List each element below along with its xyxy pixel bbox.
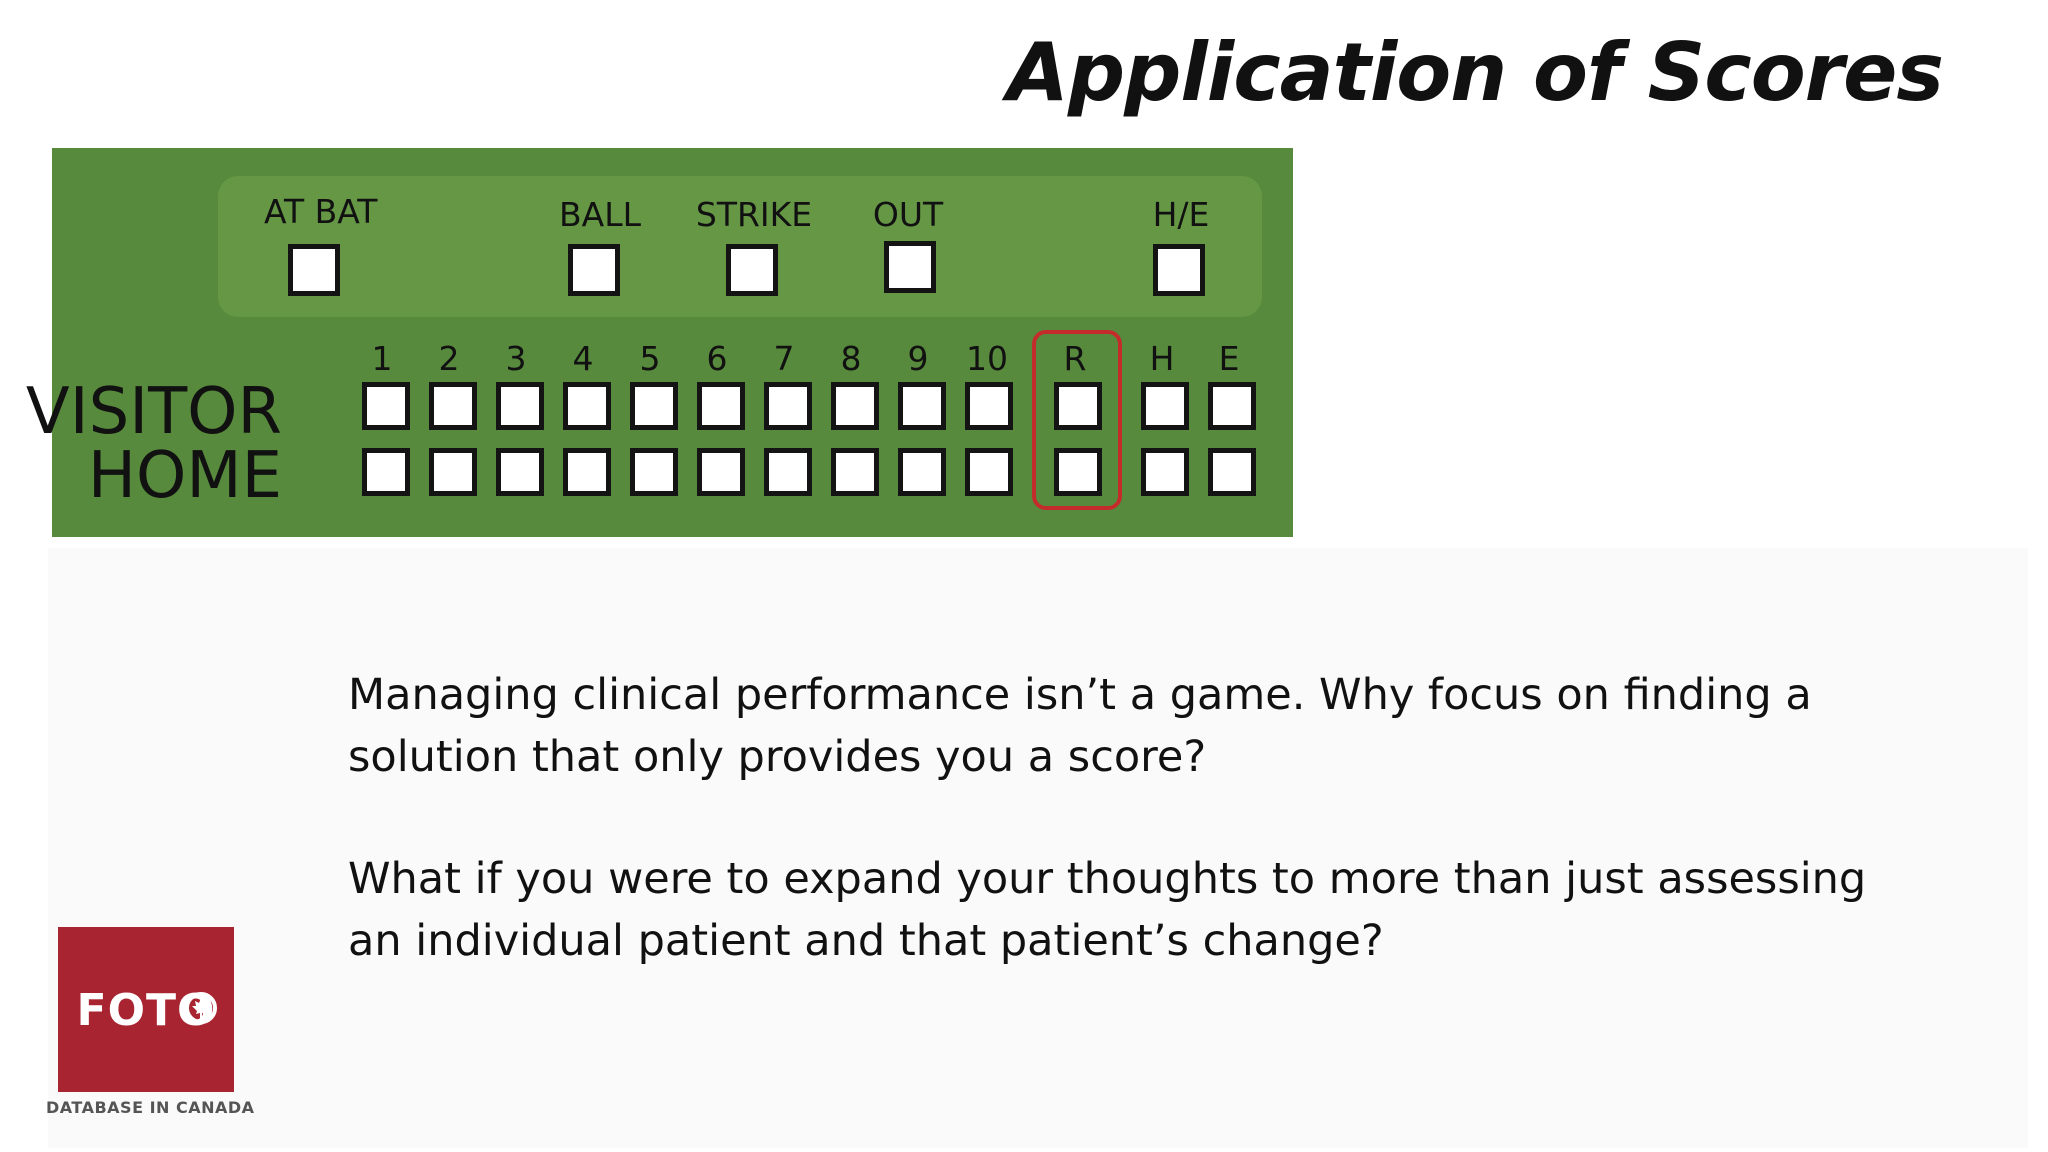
body-paragraph-2: What if you were to expand your thoughts… <box>348 854 1867 966</box>
logo-caption: DATABASE IN CANADA <box>46 1098 255 1117</box>
inning-label-3: 3 <box>505 339 527 378</box>
inning-label-6: 6 <box>706 339 728 378</box>
visitor-inning-3-box <box>496 382 544 430</box>
visitor-inning-8-box <box>831 382 879 430</box>
inning-label-8: 8 <box>840 339 862 378</box>
visitor-inning-5-box <box>630 382 678 430</box>
out-box <box>884 241 936 293</box>
inning-label-5: 5 <box>639 339 661 378</box>
home-inning-9-box <box>898 448 946 496</box>
scoreboard-image: AT BAT BALL STRIKE OUT H/E 1 2 3 4 5 6 7… <box>26 148 1293 537</box>
team-label-home: HOME <box>87 439 282 513</box>
runs-column-highlight <box>1032 330 1122 510</box>
home-errors-box <box>1208 448 1256 496</box>
status-label-strike: STRIKE <box>695 195 813 234</box>
maple-leaf-icon <box>185 992 217 1024</box>
home-inning-7-box <box>764 448 812 496</box>
inning-label-4: 4 <box>572 339 594 378</box>
logo-word: FOTO <box>76 985 216 1036</box>
visitor-inning-2-box <box>429 382 477 430</box>
background-panel <box>48 548 2028 1148</box>
visitor-errors-box <box>1208 382 1256 430</box>
status-label-out: OUT <box>872 195 944 234</box>
foto-logo: FOTO <box>58 927 234 1092</box>
home-inning-3-box <box>496 448 544 496</box>
status-label-at-bat: AT BAT <box>264 192 378 231</box>
visitor-inning-6-box <box>697 382 745 430</box>
home-inning-4-box <box>563 448 611 496</box>
status-label-ball: BALL <box>559 195 641 234</box>
ball-box <box>568 244 620 296</box>
total-label-e: E <box>1218 339 1240 378</box>
home-inning-2-box <box>429 448 477 496</box>
inning-label-1: 1 <box>371 339 393 378</box>
home-inning-1-box <box>362 448 410 496</box>
inning-label-2: 2 <box>438 339 460 378</box>
inning-label-10: 10 <box>966 339 1008 378</box>
home-inning-8-box <box>831 448 879 496</box>
visitor-runs-box <box>1054 382 1102 430</box>
total-label-r: R <box>1063 339 1087 378</box>
slide-title: Application of Scores <box>1006 26 1944 119</box>
home-inning-10-box <box>965 448 1013 496</box>
visitor-inning-9-box <box>898 382 946 430</box>
at-bat-box <box>288 244 340 296</box>
status-label-h-e: H/E <box>1152 195 1210 234</box>
total-label-h: H <box>1149 339 1175 378</box>
visitor-inning-4-box <box>563 382 611 430</box>
visitor-inning-10-box <box>965 382 1013 430</box>
team-label-visitor: VISITOR <box>25 375 282 449</box>
visitor-inning-1-box <box>362 382 410 430</box>
home-inning-5-box <box>630 448 678 496</box>
visitor-hits-box <box>1141 382 1189 430</box>
home-inning-6-box <box>697 448 745 496</box>
strike-box <box>726 244 778 296</box>
inning-label-9: 9 <box>907 339 929 378</box>
home-hits-box <box>1141 448 1189 496</box>
home-runs-box <box>1054 448 1102 496</box>
h-e-box <box>1153 244 1205 296</box>
body-paragraph-1: Managing clinical performance isn’t a ga… <box>348 670 1812 782</box>
visitor-inning-7-box <box>764 382 812 430</box>
inning-label-7: 7 <box>773 339 795 378</box>
